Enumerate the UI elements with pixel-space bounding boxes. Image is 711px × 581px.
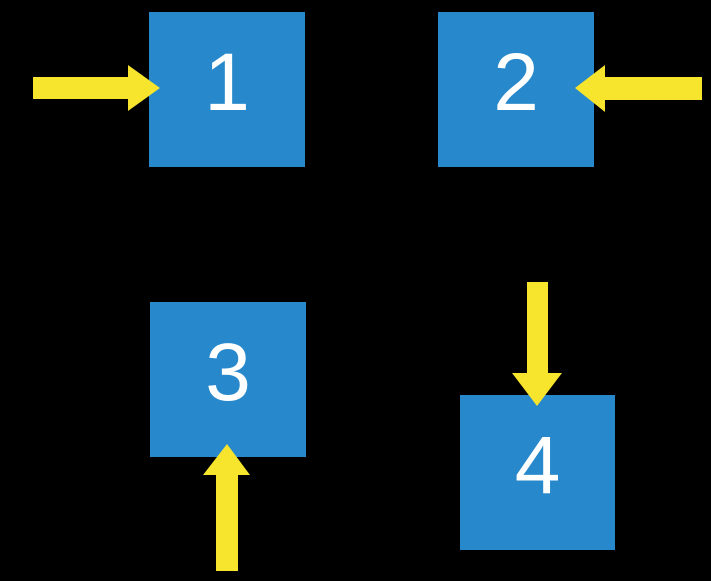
arrow-down-icon (512, 282, 562, 406)
numbered-box-4: 4 (460, 395, 615, 550)
box-2-label: 2 (493, 36, 539, 128)
box-4-label: 4 (514, 419, 561, 511)
arrow-left-icon (575, 65, 702, 112)
box-3-label: 3 (205, 326, 251, 418)
arrow-right-icon (33, 65, 160, 111)
numbered-box-3: 3 (150, 302, 306, 457)
arrow-up-icon (203, 444, 250, 571)
box-1-label: 1 (204, 36, 250, 128)
numbered-box-1: 1 (149, 12, 305, 167)
numbered-box-2: 2 (438, 12, 594, 167)
